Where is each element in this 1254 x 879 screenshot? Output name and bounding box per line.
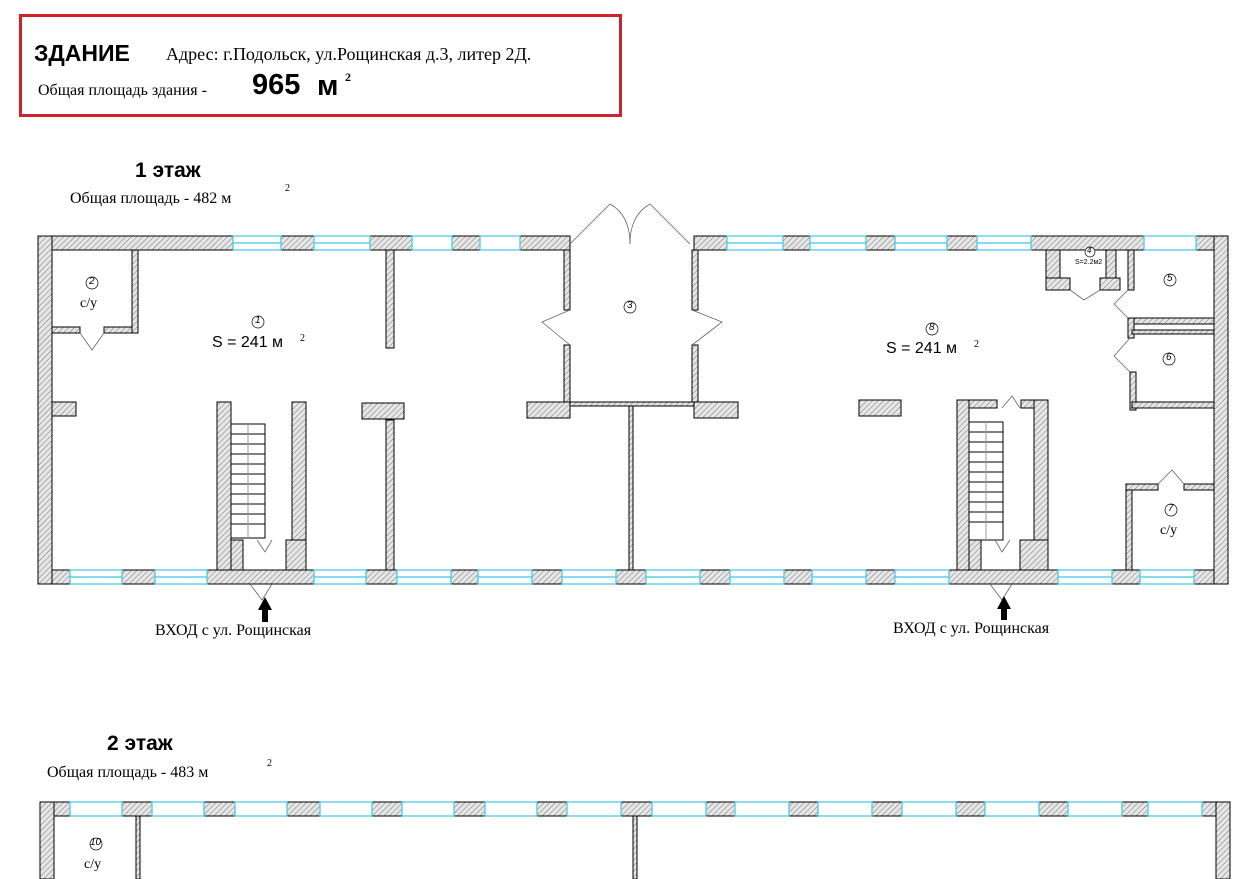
room-1-area: S = 241 м bbox=[212, 334, 284, 351]
room-number-circles bbox=[85, 246, 1178, 851]
building-area-unit: м bbox=[317, 70, 339, 102]
room-1-area-sup: 2 bbox=[300, 333, 305, 344]
floor2-area-sup: 2 bbox=[267, 758, 272, 769]
floor2-title: 2 этаж bbox=[107, 732, 173, 755]
floor1-area: Общая площадь - 482 м bbox=[70, 190, 232, 207]
room-8-number: 8 bbox=[929, 322, 935, 333]
building-address: Адрес: г.Подольск, ул.Рощинская д.3, лит… bbox=[166, 44, 532, 64]
building-area-sup: 2 bbox=[345, 70, 351, 84]
room-8-area: S = 241 м bbox=[886, 340, 958, 357]
entry-left-label: ВХОД с ул. Рощинская bbox=[155, 622, 312, 639]
room-7-label: с/у bbox=[1160, 523, 1178, 538]
room-7-number: 7 bbox=[1168, 503, 1174, 514]
floor1-stairs-left bbox=[230, 423, 266, 539]
room-8-area-sup: 2 bbox=[974, 339, 979, 350]
building-info-frame bbox=[19, 14, 622, 117]
entry-right-label: ВХОД с ул. Рощинская bbox=[893, 620, 1050, 637]
floor1-area-sup: 2 bbox=[285, 183, 290, 194]
room-3-number: 3 bbox=[627, 300, 633, 311]
floor1-wall-right bbox=[1213, 235, 1229, 585]
room-1-number: 1 bbox=[255, 315, 261, 326]
floor1-title: 1 этаж bbox=[135, 159, 201, 182]
floor1-stairs-right bbox=[968, 421, 1004, 541]
floor1-windows bbox=[69, 235, 1197, 585]
room-5-number: 5 bbox=[1167, 273, 1173, 284]
room-10-number: 10 bbox=[90, 837, 102, 848]
building-area-value: 965 bbox=[252, 69, 301, 101]
room-4-area: S=2.2м2 bbox=[1075, 259, 1103, 266]
room-6-number: 6 bbox=[1166, 352, 1172, 363]
floor1-wall-left bbox=[37, 235, 53, 585]
entry-arrows bbox=[258, 596, 1011, 622]
floor1-interior-walls bbox=[51, 249, 1215, 571]
room-2-number: 2 bbox=[89, 276, 95, 287]
floor1-doors bbox=[79, 203, 1185, 601]
room-4-number: 4 bbox=[1087, 246, 1092, 255]
room-10-label: с/у bbox=[84, 857, 102, 872]
floor2-plan bbox=[39, 801, 1231, 879]
room-2-label: с/у bbox=[80, 296, 98, 311]
building-title: ЗДАНИЕ bbox=[34, 40, 130, 66]
building-area-label: Общая площадь здания - bbox=[38, 82, 207, 99]
floor1-wall-bottom bbox=[37, 569, 1229, 585]
floor2-area: Общая площадь - 483 м bbox=[47, 764, 209, 781]
floor2-windows bbox=[69, 801, 1203, 817]
